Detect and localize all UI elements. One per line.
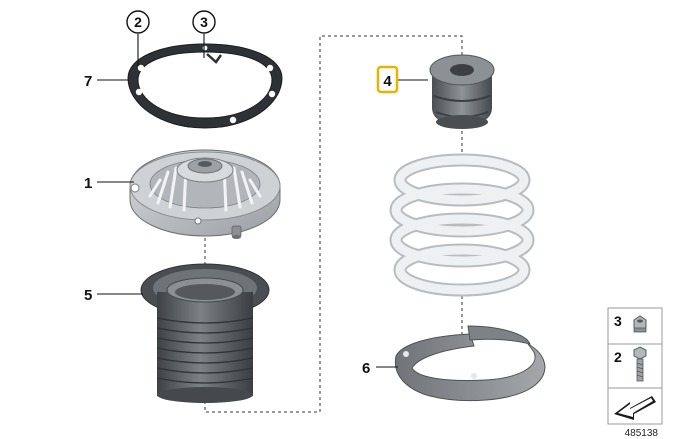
callout-7-label: 7: [84, 73, 92, 90]
spring-pad-part-6: [394, 325, 546, 402]
leader-lines: [97, 34, 428, 368]
callout-2: 2: [126, 10, 150, 34]
bolt-icon: [633, 346, 647, 382]
nut-icon: [633, 315, 647, 333]
direction-arrow-icon: [614, 396, 656, 420]
gasket-part-7: [127, 43, 283, 129]
callout-6-label: 6: [362, 360, 370, 377]
legend-bolt-number: 2: [614, 349, 622, 365]
bump-stop-part-4: [429, 54, 495, 129]
callout-5: 5: [84, 287, 92, 304]
callout-4-highlighted: 4: [376, 65, 399, 94]
callout-7: 7: [84, 73, 92, 90]
coil-spring: [389, 153, 535, 297]
callout-6: 6: [362, 360, 370, 377]
callout-3: 3: [192, 10, 216, 34]
callout-4-label: 4: [383, 73, 392, 90]
callout-5-label: 5: [84, 287, 92, 304]
small-parts-legend: 3 2 485138: [607, 307, 663, 439]
diagram-number: 485138: [625, 428, 659, 439]
callout-3-label: 3: [200, 14, 208, 30]
bellows-part-5: [140, 263, 270, 403]
callout-2-label: 2: [134, 14, 142, 30]
callout-1: 1: [84, 175, 92, 192]
callout-1-label: 1: [84, 175, 92, 192]
legend-nut-number: 3: [614, 313, 622, 329]
strut-mount-part-1: [129, 149, 281, 239]
